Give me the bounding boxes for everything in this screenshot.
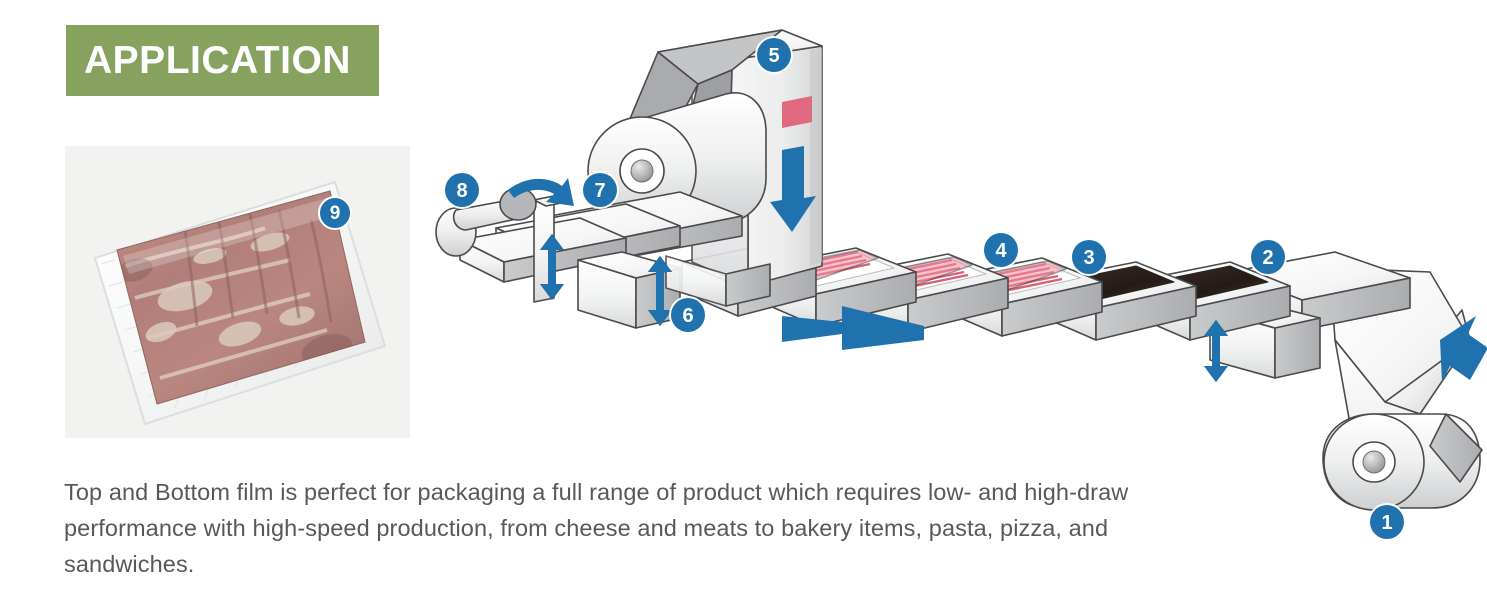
callout-badge-8: 8 [443, 171, 481, 209]
packaged-meat-illustration [65, 146, 410, 438]
svg-text:1: 1 [1381, 512, 1392, 534]
svg-text:2: 2 [1262, 247, 1273, 269]
page-title: APPLICATION [84, 39, 351, 82]
callout-badge-9: 9 [318, 196, 352, 230]
callout-badges: 1 2 3 4 [443, 36, 1406, 541]
svg-text:4: 4 [995, 240, 1007, 262]
callout-badge-3: 3 [1070, 238, 1108, 276]
svg-text:8: 8 [456, 180, 467, 202]
svg-text:3: 3 [1083, 247, 1094, 269]
conveyor-direction-arrow [782, 306, 924, 350]
header-banner: APPLICATION [66, 25, 379, 96]
packaging-line-diagram: 1 2 3 4 [430, 10, 1487, 555]
film-feed-up-arrow [1440, 316, 1487, 382]
forming-station [1209, 251, 1411, 379]
film-feed-down-arrow [770, 146, 816, 232]
product-photo: 9 [65, 146, 410, 438]
callout-badge-6: 6 [669, 296, 707, 334]
film-color-marker [782, 96, 812, 128]
svg-text:5: 5 [768, 45, 779, 67]
outfeed-section [435, 187, 771, 329]
roller-rotation-arrow [508, 178, 574, 206]
callout-badge-4: 4 [982, 231, 1020, 269]
svg-text:7: 7 [594, 180, 605, 202]
callout-badge-7: 7 [581, 171, 619, 209]
callout-badge-2: 2 [1249, 238, 1287, 276]
callout-badge-5: 5 [755, 36, 793, 74]
filled-package-station-1 [755, 247, 917, 327]
svg-text:6: 6 [682, 305, 693, 327]
body-paragraph: Top and Bottom film is perfect for packa… [64, 479, 1129, 577]
callout-badge-1: 1 [1368, 503, 1406, 541]
